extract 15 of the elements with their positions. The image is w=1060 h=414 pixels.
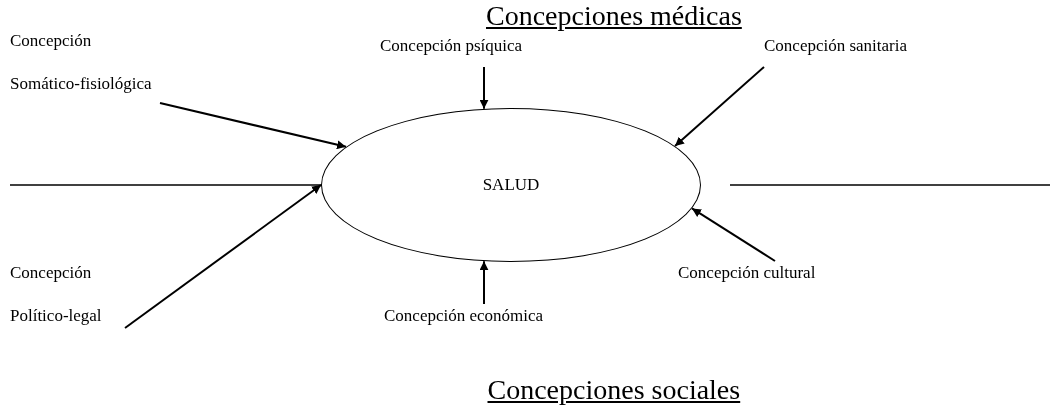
arrow bbox=[674, 66, 765, 148]
concept-label: Concepción económica bbox=[384, 305, 545, 327]
arrow bbox=[124, 184, 322, 329]
arrow bbox=[479, 66, 489, 110]
concept-label: Concepción psíquica bbox=[380, 35, 524, 57]
arrow bbox=[159, 102, 347, 150]
arrow bbox=[691, 207, 776, 262]
section-heading: Concepciones sociales bbox=[487, 374, 741, 406]
node-label: SALUD bbox=[482, 175, 540, 195]
concept-label: Concepción Somático-fisiológica bbox=[10, 30, 153, 95]
concept-label: Concepción Político-legal bbox=[10, 262, 103, 327]
concept-label: Concepción cultural bbox=[678, 262, 817, 284]
concept-label: Concepción sanitaria bbox=[764, 35, 909, 57]
section-heading: Concepciones médicas bbox=[486, 0, 742, 32]
arrow bbox=[479, 260, 489, 305]
